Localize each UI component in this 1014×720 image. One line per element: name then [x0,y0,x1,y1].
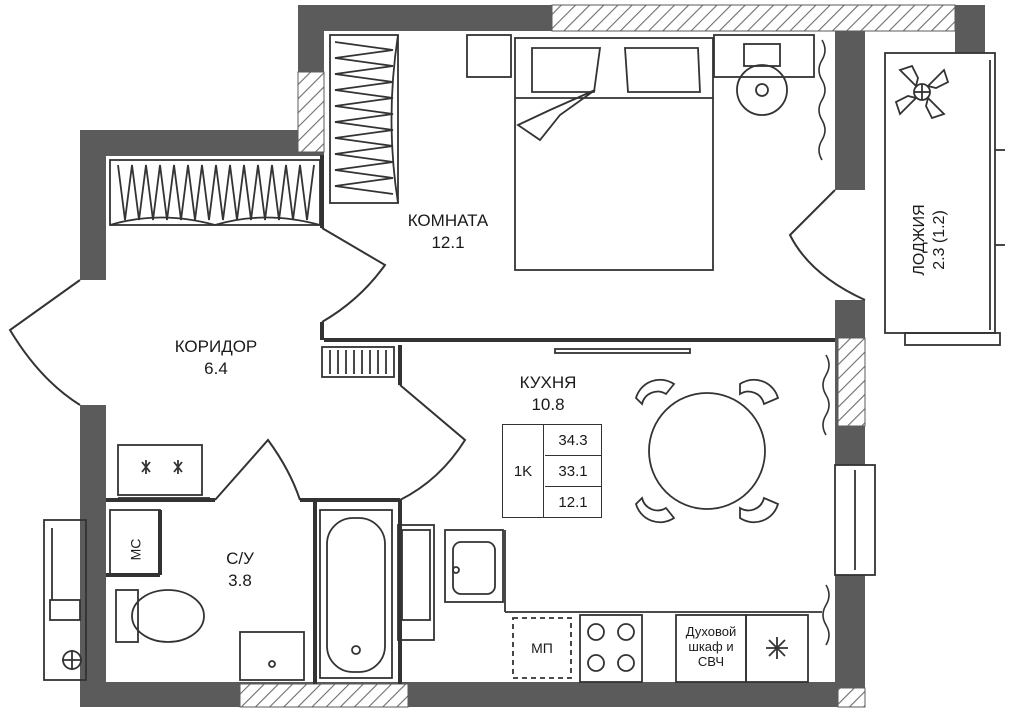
living-area: 12.1 [558,493,588,511]
bathroom-fixtures [62,444,435,681]
bathroom-area: 3.8 [228,571,252,590]
loggia-label: ЛОДЖИЯ 2.3 (1.2) [910,204,950,275]
loggia [884,52,1005,346]
interior-walls [106,155,835,684]
room-area: 12.1 [431,233,465,252]
kitchen-label: КУХНЯ 10.8 [500,372,596,416]
kitchen-name: КУХНЯ [519,373,577,392]
radiators [321,346,691,378]
bathroom-name: С/У [226,549,254,568]
wardrobe-room [329,34,399,204]
dishwasher-label: МП [531,640,553,656]
oven-label: Духовой шкаф и СВЧ [685,624,737,669]
area-summary-table: 1K 34.3 33.1 12.1 [502,424,602,518]
washer-label: МС [127,538,144,561]
rooms-code: 1K [503,425,544,517]
loggia-name: ЛОДЖИЯ [911,204,928,276]
corridor-label: КОРИДОР 6.4 [156,336,276,380]
curtains [818,39,830,646]
desk [713,34,815,116]
kitchen-area: 10.8 [531,395,565,414]
bed [514,37,714,271]
living-area-2: 33.1 [545,456,601,487]
windows [43,464,876,681]
corridor-area: 6.4 [204,359,228,378]
room-label: КОМНАТА 12.1 [388,210,508,254]
dining-table [634,378,780,524]
loggia-area: 2.3 (1.2) [931,210,948,270]
doors [8,189,866,501]
kitchen-counter [444,529,822,683]
wardrobe-corridor [109,159,321,226]
exterior-walls [80,5,985,707]
room-name: КОМНАТА [407,211,489,230]
total-area: 34.3 [545,425,601,456]
hatched-walls [239,4,956,708]
bathroom-label: С/У 3.8 [210,548,270,592]
plant-icon [894,64,950,120]
corridor-name: КОРИДОР [174,337,258,356]
nightstand [466,34,512,78]
